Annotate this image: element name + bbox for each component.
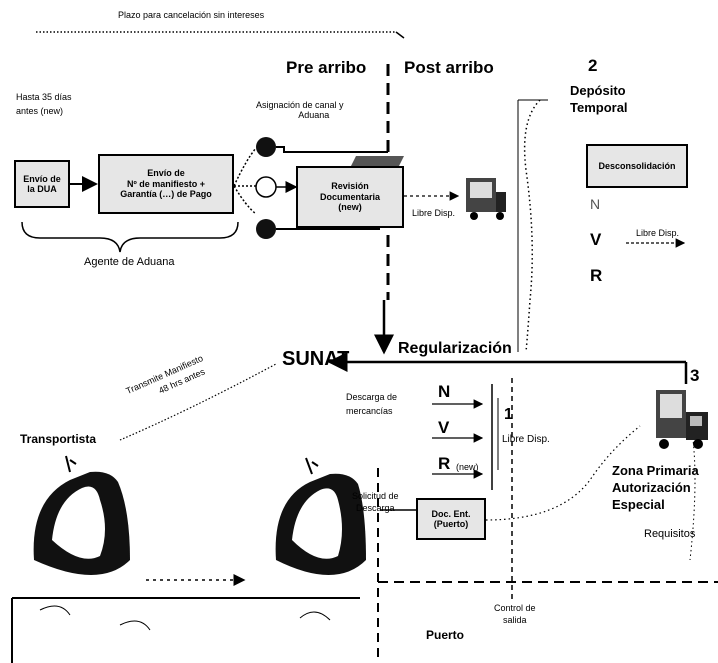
center-one: 1	[504, 406, 513, 424]
libre-disp-small: Libre Disp.	[412, 208, 455, 218]
deposit-r: R	[590, 266, 602, 286]
desconsolidacion-box: Desconsolidación	[586, 144, 688, 188]
center-r-new: (new)	[456, 462, 479, 472]
center-libre: Libre Disp.	[502, 434, 550, 445]
zone-requisitos: Requisitos	[644, 528, 695, 540]
channel-green-circle	[256, 219, 276, 239]
channel-orange-circle	[256, 177, 276, 197]
transportista-label: Transportista	[20, 432, 96, 446]
ship-2-icon	[276, 458, 366, 575]
days-line-2: antes (new)	[16, 106, 63, 116]
puerto-label: Puerto	[426, 628, 464, 642]
center-v: V	[438, 418, 449, 438]
deposit-v: V	[590, 230, 601, 250]
agent-bracket	[22, 222, 238, 252]
agent-label: Agente de Aduana	[84, 256, 175, 268]
deposit-n: N	[590, 196, 600, 212]
manifest-box: Envío de Nº de manifiesto + Garantía (…)…	[98, 154, 234, 214]
deposit-number: 2	[588, 56, 597, 76]
days-line-1: Hasta 35 días	[16, 92, 72, 102]
deposit-libre: Libre Disp.	[636, 228, 679, 238]
center-r: R	[438, 454, 450, 474]
center-n: N	[438, 382, 450, 402]
channel-red-circle	[256, 137, 276, 157]
ship-1-icon	[34, 456, 130, 575]
sunat-label: SUNAT	[282, 348, 349, 371]
phase-pre-label: Pre arribo	[286, 58, 366, 78]
revision-box: Revisión Documentaria (new)	[296, 166, 404, 228]
zone-title: Zona Primaria Autorización Especial	[612, 462, 699, 513]
zone-number: 3	[690, 366, 699, 386]
phase-post-label: Post arribo	[404, 58, 494, 78]
truck-1-icon	[466, 178, 506, 220]
control-label: Control de salida	[494, 602, 536, 626]
puerto-doc-box: Doc. Ent. (Puerto)	[416, 498, 486, 540]
channel-label: Asignación de canal y Aduana	[256, 100, 344, 120]
solicitud-label: Solicitud de Descarga	[352, 490, 399, 514]
descarga-label: Descarga de mercancías	[346, 390, 397, 418]
deposit-title: Depósito Temporal	[570, 82, 628, 116]
dua-box: Envío de la DUA	[14, 160, 70, 208]
regularizacion-label: Regularización	[398, 340, 512, 358]
header-title: Plazo para cancelación sin intereses	[118, 10, 264, 20]
truck-2-icon	[656, 390, 708, 449]
